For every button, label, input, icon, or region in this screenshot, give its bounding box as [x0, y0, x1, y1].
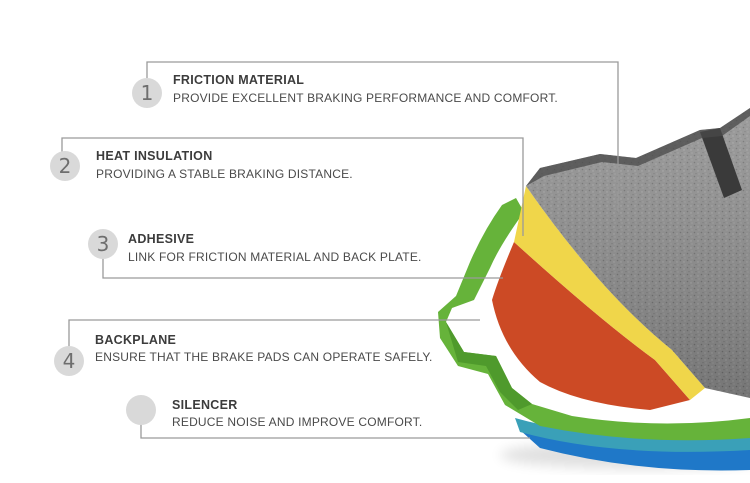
- callout-title: BACKPLANE: [95, 333, 177, 347]
- leader-line-backplane: [68, 319, 480, 350]
- backplane-face: [446, 322, 532, 410]
- callout-title: SILENCER: [172, 398, 238, 412]
- callout-number-circle: 2: [50, 151, 80, 181]
- callout-number-circle: 1: [132, 78, 162, 108]
- heat-insulation-layer: [514, 186, 705, 400]
- callout-number-circle: 3: [88, 229, 118, 259]
- leader-lines: [61, 61, 619, 439]
- callout-description: PROVIDE EXCELLENT BRAKING PERFORMANCE AN…: [173, 91, 558, 105]
- callout-description: PROVIDING A STABLE BRAKING DISTANCE.: [96, 167, 353, 181]
- callout-title: ADHESIVE: [128, 232, 195, 246]
- silencer-layer: [520, 430, 750, 471]
- callout-number-circle: [126, 395, 156, 425]
- leader-line-friction: [146, 61, 619, 212]
- callout-description: LINK FOR FRICTION MATERIAL AND BACK PLAT…: [128, 250, 422, 264]
- callout-title: FRICTION MATERIAL: [173, 73, 305, 87]
- adhesive-layer: [492, 242, 690, 410]
- callout-description: REDUCE NOISE AND IMPROVE COMFORT.: [172, 415, 423, 429]
- silencer-edge: [515, 418, 750, 452]
- friction-material-shading: [526, 108, 750, 398]
- callout-number-circle: 4: [54, 346, 84, 376]
- friction-slot: [700, 128, 742, 198]
- callout-description: ENSURE THAT THE BRAKE PADS CAN OPERATE S…: [95, 350, 433, 364]
- leader-line-silencer: [140, 423, 530, 439]
- leader-line-heat: [61, 137, 524, 236]
- callout-title: HEAT INSULATION: [96, 149, 213, 163]
- friction-rim: [526, 108, 750, 186]
- leader-line-adhesive: [102, 258, 503, 279]
